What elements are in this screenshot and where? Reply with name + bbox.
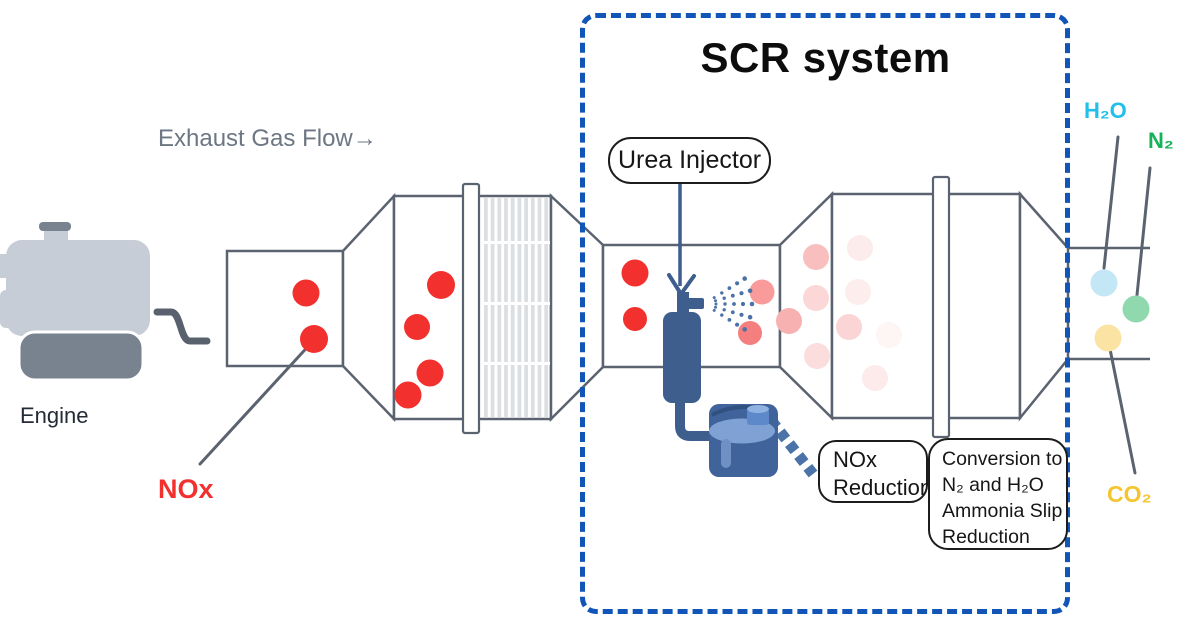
flange-1 [461,182,481,435]
conversion-line1: Conversion to [942,448,1063,470]
tank-hose [766,416,818,478]
conversion-line3: Ammonia Slip [942,500,1063,522]
nox-label: NOx [158,474,214,504]
urea-tank [709,404,818,478]
conversion-line4: Reduction [942,526,1030,548]
h2o-label: H₂O [1084,98,1127,123]
inlet-duct [225,249,345,368]
nox-reduction-line1: NOx [833,447,877,472]
exhaust-gas-flow-label: Exhaust Gas Flow→ [158,125,377,152]
engine-icon [0,222,211,382]
engine-cap [39,222,71,231]
urea-injector-callout: Urea Injector [608,137,771,184]
flange-2 [931,175,951,439]
outlet-duct [1068,246,1150,361]
co2-particle [1094,324,1122,352]
co2-label: CO₂ [1107,481,1152,507]
n2-particle [1122,295,1150,323]
injector-body [663,312,701,403]
co2-leader-line [1108,347,1137,475]
conversion-line2: N₂ and H₂O [942,474,1044,496]
reduction-cone-2 [1018,190,1070,422]
nox-leader-line [198,339,315,466]
urea-feed-pipe [675,400,712,441]
n2-leader-line [1135,166,1152,297]
clean-gas-particles [1090,269,1150,352]
expansion-cone-1 [341,192,396,423]
scr-system-title: SCR system [700,34,951,81]
n2-label: N₂ [1148,128,1174,153]
tank-cap [747,409,769,425]
h2o-leader-line [1102,135,1120,270]
urea-spray [712,276,755,332]
reduction-cone-1 [549,193,605,423]
engine-exhaust-pipe [153,308,211,345]
particulate-filter [482,198,550,417]
nox-reduction-callout: NOx Reduction [818,440,933,503]
nox-particles [292,259,649,409]
h2o-particle [1090,269,1118,297]
urea-injector-callout-text: Urea Injector [617,146,762,174]
reduced-nox-particles [738,235,902,391]
injector-nozzle [686,298,704,309]
urea-injector-assembly [663,183,818,478]
scr-catalyst-body [830,192,1022,420]
conversion-callout: Conversion to N₂ and H₂O Ammonia Slip Re… [928,438,1068,550]
nox-reduction-line2: Reduction [833,475,933,500]
engine-label: Engine [20,403,89,428]
